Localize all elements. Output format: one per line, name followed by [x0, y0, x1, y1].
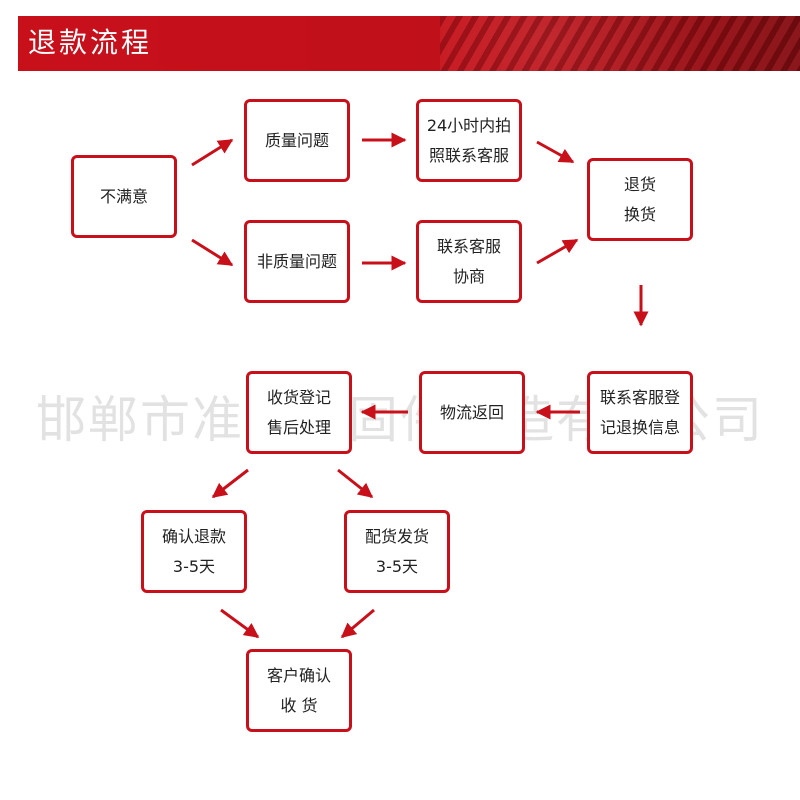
node-dissatisfied: 不满意: [71, 155, 177, 238]
node-non-quality-issue: 非质量问题: [244, 220, 350, 303]
node-text: 确认退款: [161, 526, 226, 546]
node-text: 收货登记: [266, 387, 331, 407]
arrow-dissatisfied-to-quality: [191, 138, 234, 167]
node-text: 24小时内拍: [426, 115, 512, 135]
node-text: 3-5天: [172, 556, 216, 576]
node-text: 3-5天: [375, 556, 419, 576]
arrow-refund-to-confirm: [220, 608, 260, 639]
node-reship: 配货发货 3-5天: [344, 510, 450, 593]
node-text: 收 货: [280, 695, 318, 715]
node-negotiate: 联系客服 协商: [416, 220, 522, 303]
node-text: 不满意: [99, 186, 148, 206]
node-text: 客户确认: [266, 665, 331, 685]
arrow-dissatisfied-to-nonquality: [191, 238, 234, 267]
node-text: 售后处理: [266, 417, 331, 437]
arrow-contact-to-return: [536, 140, 575, 164]
arrow-receive-to-refund: [211, 468, 249, 499]
arrow-negotiate-to-return: [536, 238, 579, 265]
node-text: 联系客服: [436, 236, 501, 256]
node-confirm-refund: 确认退款 3-5天: [141, 510, 247, 593]
node-logistics-return: 物流返回: [419, 371, 525, 454]
node-text: 退货: [623, 174, 656, 194]
node-quality-issue: 质量问题: [244, 99, 350, 182]
node-return-exchange: 退货 换货: [587, 158, 693, 241]
arrow-reship-to-confirm: [340, 608, 375, 639]
node-text: 换货: [623, 204, 656, 224]
node-receive-register: 收货登记 售后处理: [246, 371, 352, 454]
arrow-receive-to-reship: [337, 468, 374, 499]
banner-texture: [440, 16, 800, 71]
node-text: 配货发货: [364, 526, 429, 546]
header-banner: 退款流程: [18, 16, 800, 71]
node-text: 非质量问题: [256, 251, 337, 271]
node-text: 记退换信息: [599, 417, 680, 437]
node-text: 质量问题: [264, 130, 329, 150]
node-text: 协商: [452, 266, 485, 286]
node-text: 照联系客服: [428, 145, 509, 165]
node-text: 联系客服登: [599, 387, 680, 407]
node-customer-confirm: 客户确认 收 货: [246, 649, 352, 732]
node-register-info: 联系客服登 记退换信息: [587, 371, 693, 454]
node-contact-24h: 24小时内拍 照联系客服: [416, 99, 522, 182]
node-text: 物流返回: [439, 402, 504, 422]
page-title: 退款流程: [28, 26, 153, 59]
